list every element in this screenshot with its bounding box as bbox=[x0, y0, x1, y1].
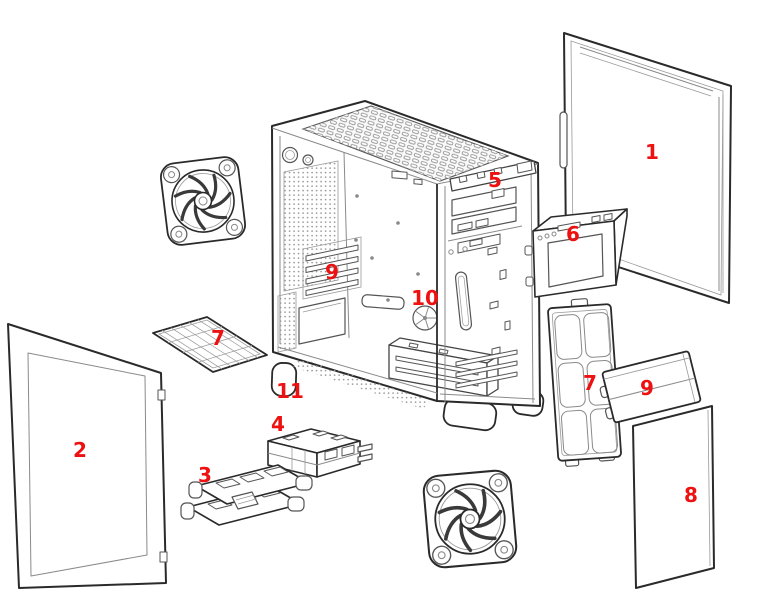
tray-latch bbox=[231, 491, 259, 510]
front-panel bbox=[632, 405, 715, 589]
drive-tray-stack bbox=[180, 464, 313, 526]
front-dust-filter bbox=[547, 298, 622, 467]
callout-7-bottom-filter: 7 bbox=[211, 326, 225, 350]
callout-8-front-panel: 8 bbox=[684, 483, 698, 507]
cable-grommet bbox=[302, 154, 314, 166]
panel-tab bbox=[159, 551, 168, 563]
callout-10-chassis: 10 bbox=[411, 286, 439, 310]
side-panel-left bbox=[7, 323, 168, 589]
rear-vent-mesh bbox=[283, 160, 339, 292]
cable-cutout bbox=[361, 294, 405, 310]
callout-9-expansion-slots: 9 bbox=[325, 260, 339, 284]
fan-mount-emblem bbox=[412, 305, 438, 331]
front-slot-cutout bbox=[454, 271, 473, 331]
bottom-vent-mesh bbox=[293, 358, 430, 409]
optical-drive-bays bbox=[451, 186, 517, 235]
computer-case bbox=[270, 100, 545, 432]
panel-tab bbox=[157, 389, 166, 401]
rear-panel-interior bbox=[277, 136, 362, 353]
callout-6-bay-bracket: 6 bbox=[566, 222, 580, 246]
psu-opening bbox=[298, 297, 346, 345]
callout-5-bay-latch: 5 bbox=[488, 168, 502, 192]
expansion-slot-covers bbox=[302, 236, 362, 300]
case-fan-top-left bbox=[157, 153, 249, 249]
cable-grommet bbox=[281, 146, 299, 164]
bottom-dust-filter bbox=[152, 316, 268, 373]
rear-vent-mesh-small bbox=[277, 291, 297, 353]
bay-latch bbox=[449, 160, 537, 192]
callout-1-side-panel: 1 bbox=[645, 140, 659, 164]
adapter-pin bbox=[357, 453, 373, 463]
front-section bbox=[436, 160, 537, 404]
bay-bracket bbox=[524, 208, 628, 298]
panel-handle-notch bbox=[559, 111, 568, 169]
slot-bracket bbox=[599, 350, 702, 424]
callout-2-side-panel-left: 2 bbox=[73, 438, 87, 462]
case-fan-bottom bbox=[420, 467, 520, 571]
part-callouts: 1 2 3 4 5 6 7 7 8 9 9 10 11 bbox=[73, 140, 698, 507]
callout-7-front-filter: 7 bbox=[583, 371, 597, 395]
callout-3-drive-trays: 3 bbox=[198, 463, 212, 487]
callout-9-slot-bracket: 9 bbox=[640, 376, 654, 400]
adapter-pin bbox=[357, 443, 373, 453]
callout-4-drive-adapters: 4 bbox=[271, 412, 285, 436]
callout-11-front-foot: 11 bbox=[276, 379, 304, 403]
